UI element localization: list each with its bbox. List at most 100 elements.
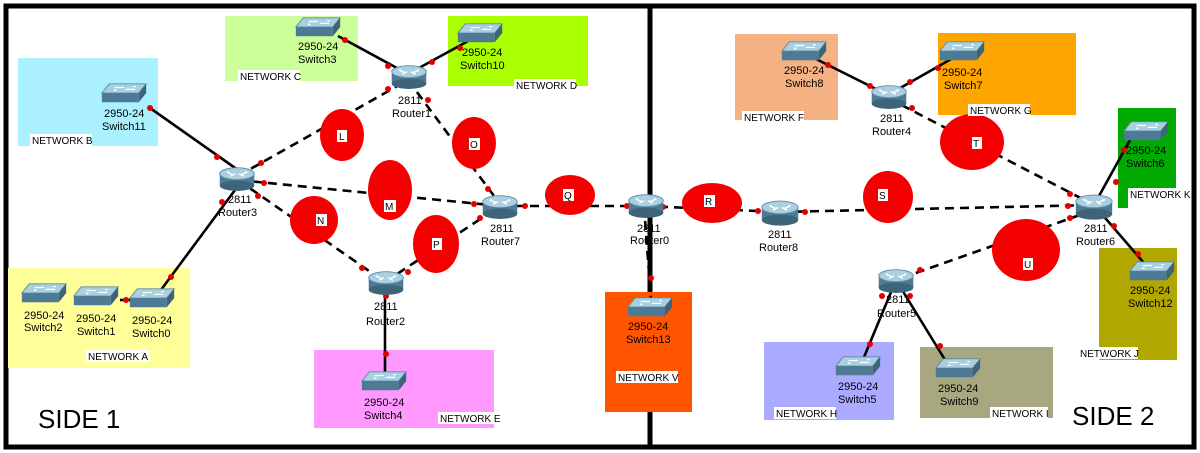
segment-s-label: S bbox=[879, 191, 886, 202]
router-r8[interactable]: 2811 Router8 bbox=[759, 200, 799, 254]
switch-icon bbox=[101, 83, 147, 103]
router-r0[interactable]: 2811 Router0 bbox=[627, 193, 669, 247]
switch-model: 2950-24 bbox=[938, 383, 978, 395]
switch-model: 2950-24 bbox=[24, 310, 64, 322]
network-v-label: NETWORK V bbox=[618, 373, 679, 384]
segment-n-marker bbox=[290, 196, 338, 244]
segment-u-marker bbox=[992, 219, 1060, 281]
router-r3[interactable]: 2811 Router3 bbox=[218, 166, 257, 219]
network-j-label: NETWORK J bbox=[1080, 349, 1139, 360]
switch-s5[interactable]: 2950-24 Switch5 bbox=[835, 356, 881, 406]
network-f-label: NETWORK F bbox=[744, 113, 804, 124]
router-r6[interactable]: 2811 Router6 bbox=[1075, 194, 1115, 248]
router-r4[interactable]: 2811 Router4 bbox=[870, 84, 911, 138]
network-e-label: NETWORK E bbox=[440, 414, 501, 425]
switch-icon bbox=[361, 371, 407, 391]
switch-icon bbox=[295, 17, 341, 37]
router-model: 2811 bbox=[886, 294, 910, 306]
router-r1[interactable]: 2811 Router1 bbox=[390, 64, 431, 120]
network-i-label: NETWORK I bbox=[992, 409, 1049, 420]
link-router8-router6 bbox=[779, 203, 1095, 214]
router-name: Router8 bbox=[759, 242, 798, 254]
router-model: 2811 bbox=[228, 194, 252, 206]
router-model: 2811 bbox=[880, 113, 904, 125]
switch-s13[interactable]: 2950-24 Switch13 bbox=[626, 297, 673, 346]
switch-model: 2950-24 bbox=[76, 313, 116, 325]
switch-name: Switch12 bbox=[1128, 298, 1173, 310]
router-name: Router1 bbox=[392, 108, 431, 120]
port-dots bbox=[123, 37, 1141, 357]
switch-name: Switch10 bbox=[460, 60, 505, 72]
router-name: Router4 bbox=[872, 126, 911, 138]
link-router4-router6 bbox=[887, 96, 1095, 207]
router-name: Router3 bbox=[218, 207, 257, 219]
router-name: Router7 bbox=[481, 236, 520, 248]
switch-s10[interactable]: 2950-24 Switch10 bbox=[457, 23, 505, 72]
network-a-label: NETWORK A bbox=[88, 352, 148, 363]
switch-name: Switch13 bbox=[626, 334, 671, 346]
switch-model: 2950-24 bbox=[132, 315, 172, 327]
router-icon bbox=[761, 200, 799, 226]
router-model: 2811 bbox=[398, 95, 422, 107]
switch-model: 2950-24 bbox=[298, 41, 338, 53]
switch-s12[interactable]: 2950-24 Switch12 bbox=[1128, 261, 1175, 310]
router-r7[interactable]: 2811 Router7 bbox=[481, 194, 520, 248]
switch-s1[interactable]: 2950-24 Switch1 bbox=[73, 286, 119, 338]
network-i-region bbox=[920, 347, 1053, 418]
segment-l-label: L bbox=[339, 132, 345, 143]
segment-o-label: O bbox=[470, 140, 478, 151]
switch-name: Switch5 bbox=[838, 394, 877, 406]
router-name: Router2 bbox=[366, 316, 405, 328]
switch-model: 2950-24 bbox=[784, 65, 824, 77]
segment-r-label: R bbox=[705, 197, 712, 208]
router-icon bbox=[870, 84, 908, 110]
network-labels: NETWORK A NETWORK B NETWORK C NETWORK D … bbox=[30, 70, 1191, 425]
switch-model: 2950-24 bbox=[104, 108, 144, 120]
router-icon bbox=[627, 193, 665, 219]
switch-name: Switch8 bbox=[785, 78, 824, 90]
switch-name: Switch7 bbox=[944, 80, 983, 92]
switch-model: 2950-24 bbox=[364, 397, 404, 409]
switch-name: Switch2 bbox=[24, 322, 63, 334]
segment-m-label: M bbox=[385, 202, 393, 213]
switch-icon bbox=[627, 297, 673, 317]
switch-s0[interactable]: 2950-24 Switch0 bbox=[129, 288, 175, 340]
switch-s8[interactable]: 2950-24 Switch8 bbox=[781, 41, 827, 90]
switch-s9[interactable]: 2950-24 Switch9 bbox=[935, 358, 981, 408]
link-router5-switch9 bbox=[894, 279, 952, 369]
router-model: 2811 bbox=[637, 223, 661, 235]
router-name: Router5 bbox=[877, 308, 916, 320]
router-icon bbox=[390, 64, 428, 90]
segment-q-label: Q bbox=[564, 191, 572, 202]
switch-icon bbox=[935, 358, 981, 378]
switch-s7[interactable]: 2950-24 Switch7 bbox=[939, 41, 985, 92]
switch-name: Switch6 bbox=[1126, 158, 1165, 170]
router-icon bbox=[218, 166, 256, 192]
switch-name: Switch0 bbox=[132, 328, 171, 340]
router-r5[interactable]: 2811 Router5 bbox=[877, 268, 916, 320]
side-1-label: SIDE 1 bbox=[38, 404, 120, 434]
segment-labels: L O M N P Q R S T U bbox=[316, 130, 1033, 271]
router-model: 2811 bbox=[1084, 223, 1108, 235]
router-icon bbox=[481, 194, 519, 220]
switch-s4[interactable]: 2950-24 Switch4 bbox=[361, 371, 407, 422]
router-r2[interactable]: 2811 Router2 bbox=[366, 270, 405, 328]
segment-m-marker bbox=[368, 160, 412, 220]
switch-icon bbox=[1123, 121, 1169, 141]
switch-s2[interactable]: 2950-24 Switch2 bbox=[21, 283, 67, 334]
network-g-label: NETWORK G bbox=[970, 106, 1032, 117]
network-h-label: NETWORK H bbox=[776, 409, 837, 420]
switch-model: 2950-24 bbox=[838, 381, 878, 393]
router-icon bbox=[1075, 194, 1113, 220]
switch-icon bbox=[457, 23, 503, 43]
switch-s6[interactable]: 2950-24 Switch6 bbox=[1123, 121, 1169, 170]
switch-s3[interactable]: 2950-24 Switch3 bbox=[295, 17, 341, 66]
switch-s11[interactable]: 2950-24 Switch11 bbox=[101, 83, 147, 133]
switch-model: 2950-24 bbox=[462, 47, 502, 59]
switch-icon bbox=[21, 283, 67, 303]
switch-name: Switch9 bbox=[940, 396, 979, 408]
router-model: 2811 bbox=[768, 229, 792, 241]
switch-model: 2950-24 bbox=[628, 321, 668, 333]
router-name: Router6 bbox=[1076, 236, 1115, 248]
